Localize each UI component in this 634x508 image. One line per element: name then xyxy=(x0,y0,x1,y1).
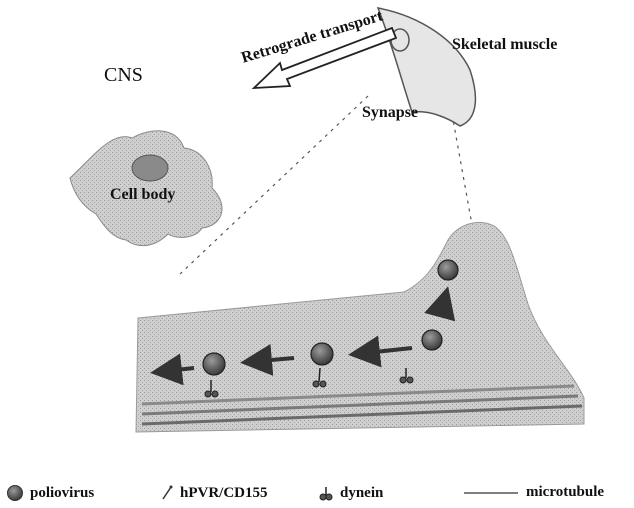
skeletal-muscle-label: Skeletal muscle xyxy=(452,36,557,54)
legend-item-receptor: hPVR/CD155 xyxy=(160,484,268,502)
legend-item-poliovirus: poliovirus xyxy=(6,484,94,502)
legend-label-dynein: dynein xyxy=(340,485,383,502)
axon xyxy=(136,222,584,432)
poliovirus-icon xyxy=(6,484,24,502)
connector-lines xyxy=(180,96,474,274)
legend-label-microtubule: microtubule xyxy=(526,484,604,501)
cns-label: CNS xyxy=(104,64,143,87)
legend: poliovirus hPVR/CD155 dynein microtubule xyxy=(6,484,632,506)
legend-item-microtubule: microtubule xyxy=(462,484,604,501)
poliovirus xyxy=(422,330,442,350)
poliovirus xyxy=(311,343,333,365)
poliovirus xyxy=(438,260,458,280)
poliovirus xyxy=(203,353,225,375)
legend-label-receptor: hPVR/CD155 xyxy=(180,485,268,502)
legend-item-dynein: dynein xyxy=(318,484,383,502)
cell-body-label: Cell body xyxy=(110,186,175,204)
synapse-label: Synapse xyxy=(362,104,418,122)
nucleus xyxy=(132,155,168,181)
receptor-icon xyxy=(160,484,174,502)
dynein-icon xyxy=(318,484,334,502)
legend-label-poliovirus: poliovirus xyxy=(30,485,94,502)
microtubule-icon xyxy=(462,488,520,498)
